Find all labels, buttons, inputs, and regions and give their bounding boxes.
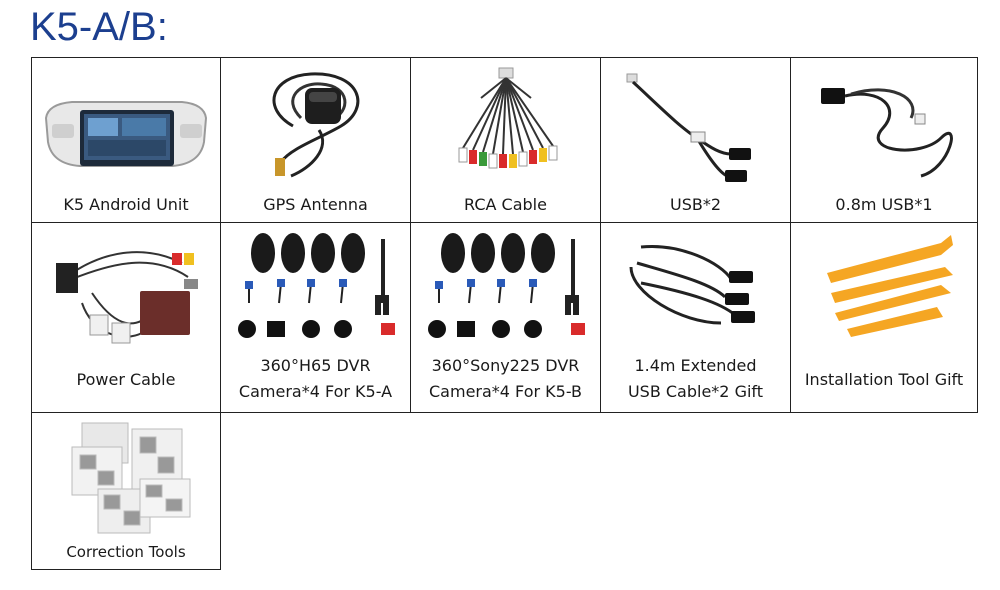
car-stereo-icon	[32, 58, 220, 188]
item-label: USB*2	[669, 195, 722, 214]
page-title: K5-A/B:	[30, 5, 168, 49]
usb-cable-icon	[601, 58, 790, 188]
usb-cable-icon	[791, 58, 977, 188]
item-cell-usb-08m: 0.8m USB*1	[790, 57, 978, 223]
item-cell-rca-cable: RCA Cable	[410, 57, 601, 223]
gps-antenna-icon	[221, 58, 410, 188]
item-cell-extended-usb: 1.4m Extended USB Cable*2 Gift	[600, 222, 791, 413]
item-label: GPS Antenna	[263, 195, 368, 214]
item-label: Installation Tool Gift	[804, 370, 964, 389]
item-cell-android-unit: K5 Android Unit	[31, 57, 221, 223]
item-label: K5 Android Unit	[63, 195, 189, 214]
camera-set-icon	[221, 223, 410, 353]
camera-set-icon	[411, 223, 600, 353]
item-cell-power-cable: Power Cable	[31, 222, 221, 413]
item-label-line-1: 360°Sony225 DVR	[431, 356, 580, 375]
item-label-line-1: 1.4m Extended	[634, 356, 757, 375]
calibration-cloth-icon	[32, 413, 220, 537]
item-cell-gps-antenna: GPS Antenna	[220, 57, 411, 223]
item-label: Power Cable	[76, 370, 176, 389]
item-label: Correction Tools	[66, 543, 186, 561]
item-cell-correction-tools: Correction Tools	[31, 412, 221, 570]
item-label-line-2: USB Cable*2 Gift	[627, 382, 764, 401]
item-cell-installation-tool: Installation Tool Gift	[790, 222, 978, 413]
pry-tool-icon	[791, 223, 977, 353]
item-label: RCA Cable	[464, 195, 547, 214]
item-cell-usb-2: USB*2	[600, 57, 791, 223]
item-label: 0.8m USB*1	[835, 195, 933, 214]
item-cell-sony225-camera: 360°Sony225 DVR Camera*4 For K5-B	[410, 222, 601, 413]
usb-cable-icon	[601, 223, 790, 353]
item-cell-h65-camera: 360°H65 DVR Camera*4 For K5-A	[220, 222, 411, 413]
item-label-line-2: Camera*4 For K5-A	[238, 382, 393, 401]
power-harness-icon	[32, 223, 220, 353]
item-label-line-1: 360°H65 DVR	[260, 356, 371, 375]
item-label-line-2: Camera*4 For K5-B	[429, 382, 582, 401]
rca-cable-icon	[411, 58, 600, 188]
